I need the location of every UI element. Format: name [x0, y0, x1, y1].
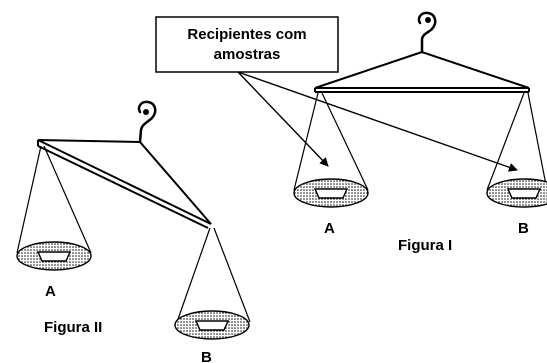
- sample-container-a: [36, 251, 72, 262]
- hanger-frame: [37, 139, 212, 229]
- figure-1-label-b: B: [518, 220, 529, 237]
- figure-1-caption: Figura I: [398, 237, 452, 254]
- hanger-hook-icon: [417, 11, 437, 54]
- hanger-frame: [314, 50, 530, 93]
- figure-2-caption: Figura II: [44, 319, 102, 336]
- figure-1-balance: A B Figura I: [293, 11, 547, 254]
- callout-line-2: amostras: [214, 46, 281, 63]
- sample-container-a: [313, 188, 349, 199]
- pan-b-strings: [486, 92, 547, 191]
- callout-line-1: Recipientes com: [187, 26, 306, 43]
- callout-arrow-b: [237, 71, 518, 172]
- pan-a-strings: [293, 92, 369, 191]
- sample-container-b: [194, 320, 230, 331]
- hanger-hook-knob: [143, 109, 149, 115]
- callout-arrow-a: [237, 71, 329, 167]
- pan-a-strings: [16, 145, 92, 254]
- hanger-hook-knob: [425, 17, 431, 23]
- callout-box: [155, 16, 339, 73]
- figure-2-balance: A Figura II B: [16, 100, 251, 363]
- figure-2-label-a: A: [45, 283, 56, 300]
- figure-1-label-a: A: [324, 220, 335, 237]
- sample-container-b: [506, 188, 542, 199]
- hanger-hook-icon: [137, 100, 157, 144]
- figure-2-label-b: B: [201, 349, 212, 363]
- pan-b-strings: [176, 227, 251, 323]
- callout: Recipientes com amostras: [155, 16, 518, 172]
